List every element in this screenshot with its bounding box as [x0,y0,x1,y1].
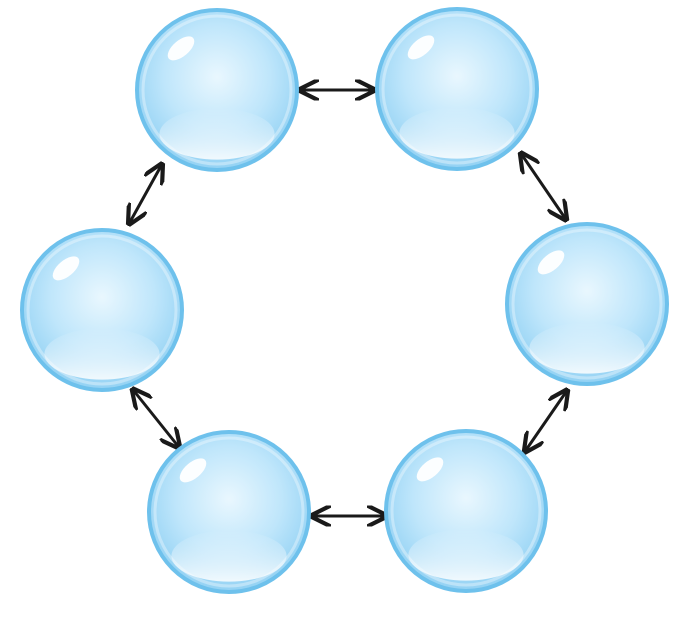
bubble-6 [20,228,184,392]
bubble-bottom-glow [529,322,645,374]
bubble-1 [135,8,299,172]
bubble-5 [147,430,311,594]
bubble-highlight [537,250,565,275]
bubble-highlight [167,36,195,61]
bubble-bottom-glow [399,107,515,159]
bubble-inner-rim [381,13,533,165]
bubble-2 [375,7,539,171]
bubble-highlight [52,256,80,281]
bubble-inner-rim [390,435,542,587]
bubble-bottom-glow [159,108,275,160]
bubble-bottom-glow [408,529,524,581]
connector-arrow-6 [130,166,161,222]
bubble-inner-rim [511,228,663,380]
bubble-4 [384,429,548,593]
bubble-bottom-glow [171,530,287,582]
bubble-highlight [179,458,207,483]
bubble-inner-rim [26,234,178,386]
bubble-highlight [416,457,444,482]
connector-arrow-3 [526,392,566,450]
bubble-inner-rim [141,14,293,166]
bubble-3 [505,222,669,386]
connector-arrow-2 [522,155,565,218]
connectors [130,90,566,516]
nodes [20,7,669,594]
bubble-bottom-glow [44,328,160,380]
bubble-inner-rim [153,436,305,588]
connector-arrow-5 [134,391,178,446]
bubble-highlight [407,35,435,60]
